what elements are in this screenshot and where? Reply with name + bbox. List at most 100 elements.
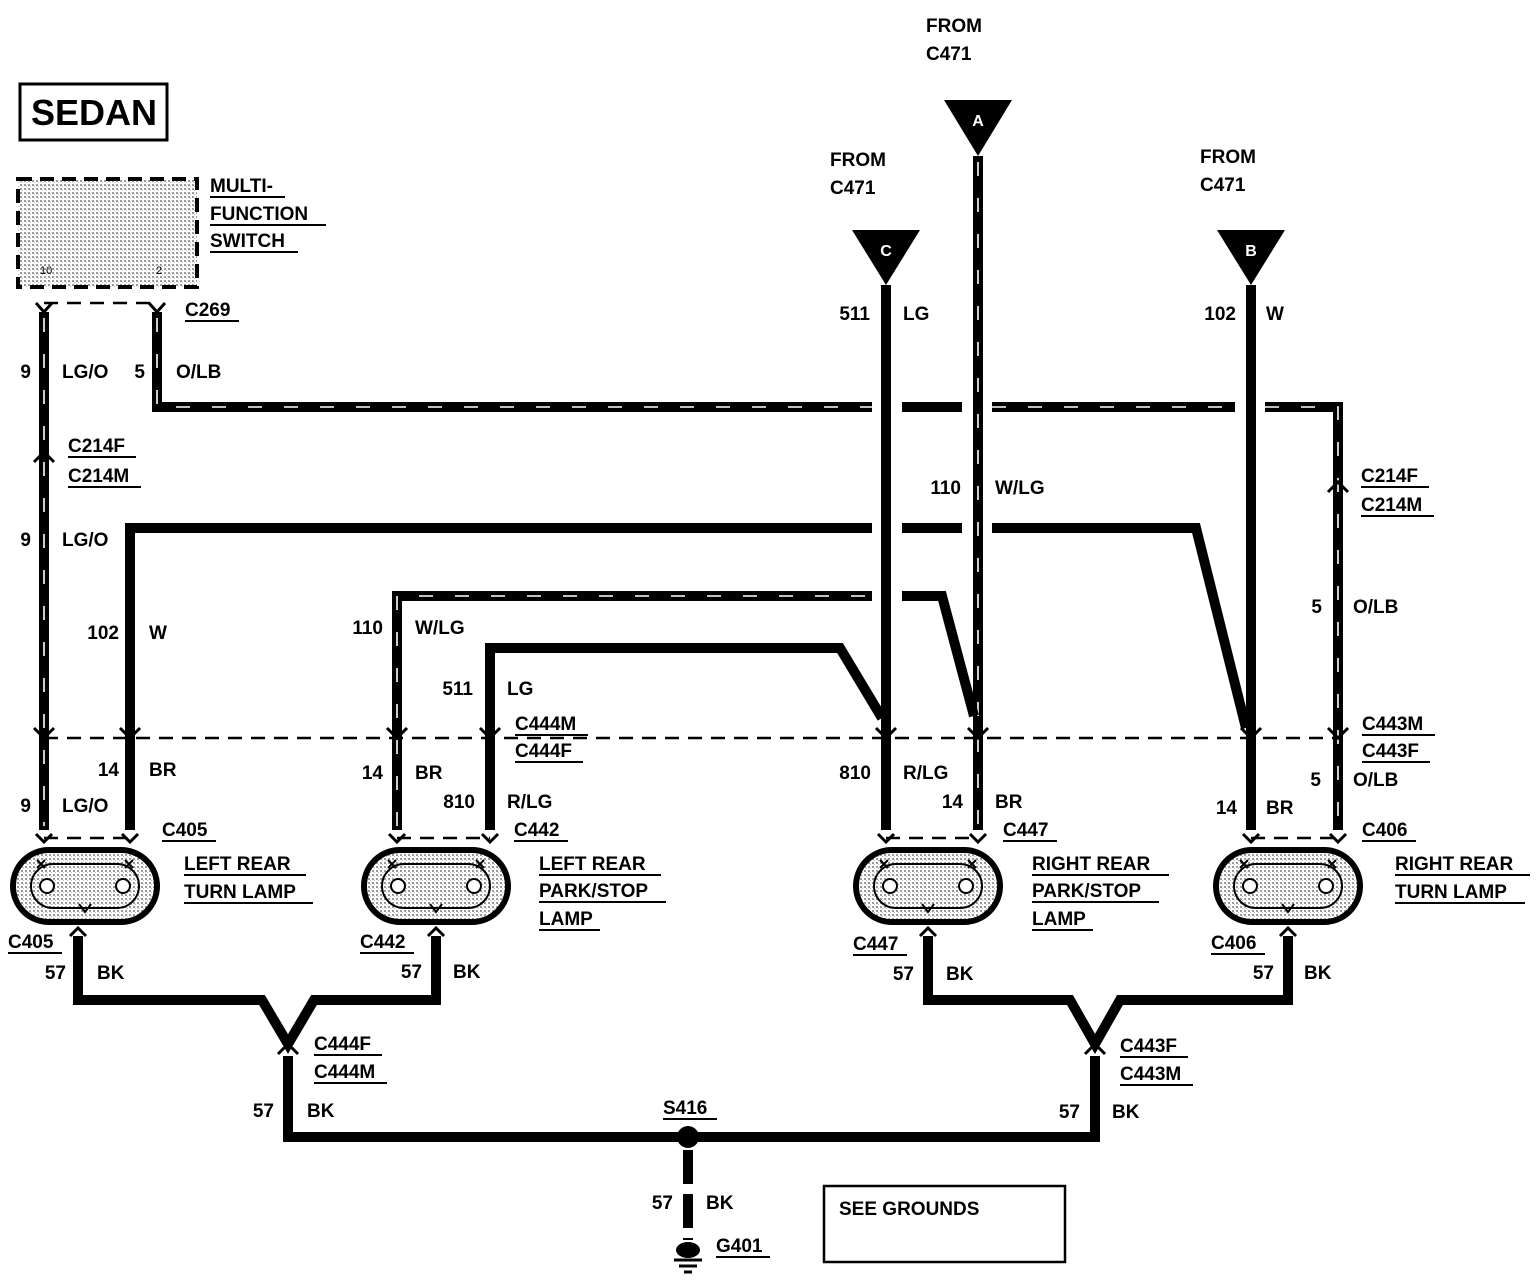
c214m-right-label: C214M — [1361, 495, 1422, 516]
w57-ground-circuit: 57 — [652, 1193, 673, 1214]
splice-s416-dot — [677, 1126, 699, 1148]
wire-circuit-labels: 9 LG/O 5 O/LB 9 LG/O 102 W 110 W/LG 511 … — [20, 304, 1398, 1214]
source-b: FROM C471 B — [1200, 147, 1285, 285]
switch-pin-2: 2 — [156, 265, 162, 277]
switch-pin-10: 10 — [40, 265, 52, 277]
source-c-letter: C — [880, 243, 892, 260]
w57-lp-circuit: 57 — [401, 962, 422, 983]
w57-rp-color: BK — [946, 964, 974, 985]
source-a-connector: C471 — [926, 44, 972, 65]
c443m-bottom-label: C443M — [1120, 1064, 1181, 1085]
w14-rp-color: BR — [995, 792, 1023, 813]
left-rear-parkstop-name-3: LAMP — [539, 909, 593, 930]
c442-lower-label: C442 — [360, 932, 405, 953]
w9-top-color: LG/O — [62, 362, 108, 383]
w511-left-color: LG — [507, 679, 533, 700]
source-a-from: FROM — [926, 16, 982, 37]
right-rear-turn-lamp — [1216, 850, 1360, 922]
c214f-right-label: C214F — [1361, 466, 1418, 487]
w14-rt-circuit: 14 — [1216, 798, 1238, 819]
g401-label: G401 — [716, 1236, 763, 1257]
w102-left-color: W — [149, 623, 167, 644]
w57-right-color: BK — [1112, 1102, 1140, 1123]
w5-right-circuit: 5 — [1311, 597, 1322, 618]
w5-top-circuit: 5 — [134, 362, 145, 383]
w110-left-color: W/LG — [415, 618, 465, 639]
c214f-left-label: C214F — [68, 436, 125, 457]
c444f-bottom-label: C444F — [314, 1034, 371, 1055]
source-b-connector: C471 — [1200, 175, 1246, 196]
source-c-connector: C471 — [830, 178, 876, 199]
multi-function-switch: 10 2 MULTI- FUNCTION SWITCH — [16, 176, 326, 289]
ground-symbol — [674, 1242, 702, 1274]
s416-label: S416 — [663, 1098, 707, 1119]
w9-mid-circuit: 9 — [20, 530, 31, 551]
source-c: FROM C471 C — [830, 150, 920, 285]
left-rear-parkstop-name-1: LEFT REAR — [539, 854, 646, 875]
w110-left-circuit: 110 — [352, 618, 383, 639]
right-rear-parkstop-name-1: RIGHT REAR — [1032, 854, 1151, 875]
w511-right-color: LG — [903, 304, 929, 325]
w57-lp-color: BK — [453, 962, 481, 983]
sedan-title: SEDAN — [31, 92, 157, 133]
c443f-bottom-label: C443F — [1120, 1036, 1177, 1057]
c447-upper-label: C447 — [1003, 820, 1048, 841]
w810-lp-circuit: 810 — [443, 792, 475, 813]
c443f-label: C443F — [1362, 741, 1419, 762]
w810-lp-color: R/LG — [507, 792, 552, 813]
right-rear-turn-name-2: TURN LAMP — [1395, 882, 1507, 903]
source-b-from: FROM — [1200, 147, 1256, 168]
w57-lt-circuit: 57 — [45, 963, 66, 984]
w57-rp-circuit: 57 — [893, 964, 914, 985]
w110-right-color: W/LG — [995, 478, 1045, 499]
right-rear-parkstop-name-3: LAMP — [1032, 909, 1086, 930]
wire-110-wlg — [392, 156, 983, 830]
w5-top-color: O/LB — [176, 362, 221, 383]
w14-lp-circuit: 14 — [362, 763, 384, 784]
left-rear-turn-name-2: TURN LAMP — [184, 882, 296, 903]
c444m-bottom-label: C444M — [314, 1062, 375, 1083]
switch-name-line1: MULTI- — [210, 176, 273, 197]
c405-upper-label: C405 — [162, 820, 208, 841]
w57-rt-color: BK — [1304, 963, 1332, 984]
c444f-label: C444F — [515, 741, 572, 762]
w57-left-circuit: 57 — [253, 1101, 274, 1122]
left-rear-turn-lamp — [13, 850, 157, 922]
c442-upper-label: C442 — [514, 820, 559, 841]
w57-right-circuit: 57 — [1059, 1102, 1080, 1123]
w9-lt-circuit: 9 — [20, 796, 31, 817]
right-rear-turn-name-1: RIGHT REAR — [1395, 854, 1514, 875]
c406-upper-label: C406 — [1362, 820, 1407, 841]
sedan-title-box: SEDAN — [18, 82, 169, 142]
w57-left-color: BK — [307, 1101, 335, 1122]
see-grounds-note: SEE GROUNDS — [822, 1184, 1067, 1264]
w102-right-color: W — [1266, 304, 1284, 325]
c447-lower-label: C447 — [853, 934, 898, 955]
w810-rp-circuit: 810 — [839, 763, 871, 784]
c214m-left-label: C214M — [68, 466, 129, 487]
w511-right-circuit: 511 — [839, 304, 870, 325]
c405-lower-label: C405 — [8, 932, 54, 953]
w14-lp-color: BR — [415, 763, 443, 784]
left-rear-turn-name-1: LEFT REAR — [184, 854, 291, 875]
switch-name-line3: SWITCH — [210, 231, 285, 252]
c269-label: C269 — [185, 300, 230, 321]
w57-ground-color: BK — [706, 1193, 734, 1214]
w57-rt-circuit: 57 — [1253, 963, 1274, 984]
lamp-name-labels: LEFT REAR TURN LAMP LEFT REAR PARK/STOP … — [184, 854, 1530, 931]
c444m-label: C444M — [515, 714, 576, 735]
w102-left-circuit: 102 — [87, 623, 119, 644]
w5-rt-circuit: 5 — [1310, 770, 1321, 791]
source-a: FROM C471 A — [926, 16, 1012, 156]
left-rear-parkstop-lamp — [364, 850, 508, 922]
w9-top-circuit: 9 — [20, 362, 31, 383]
w9-mid-color: LG/O — [62, 530, 108, 551]
wire-5-olb — [152, 312, 1343, 830]
w511-left-circuit: 511 — [442, 679, 473, 700]
w14-rp-circuit: 14 — [942, 792, 964, 813]
w14-lt-circuit: 14 — [98, 760, 120, 781]
w9-lt-color: LG/O — [62, 796, 108, 817]
w14-rt-color: BR — [1266, 798, 1294, 819]
source-c-from: FROM — [830, 150, 886, 171]
